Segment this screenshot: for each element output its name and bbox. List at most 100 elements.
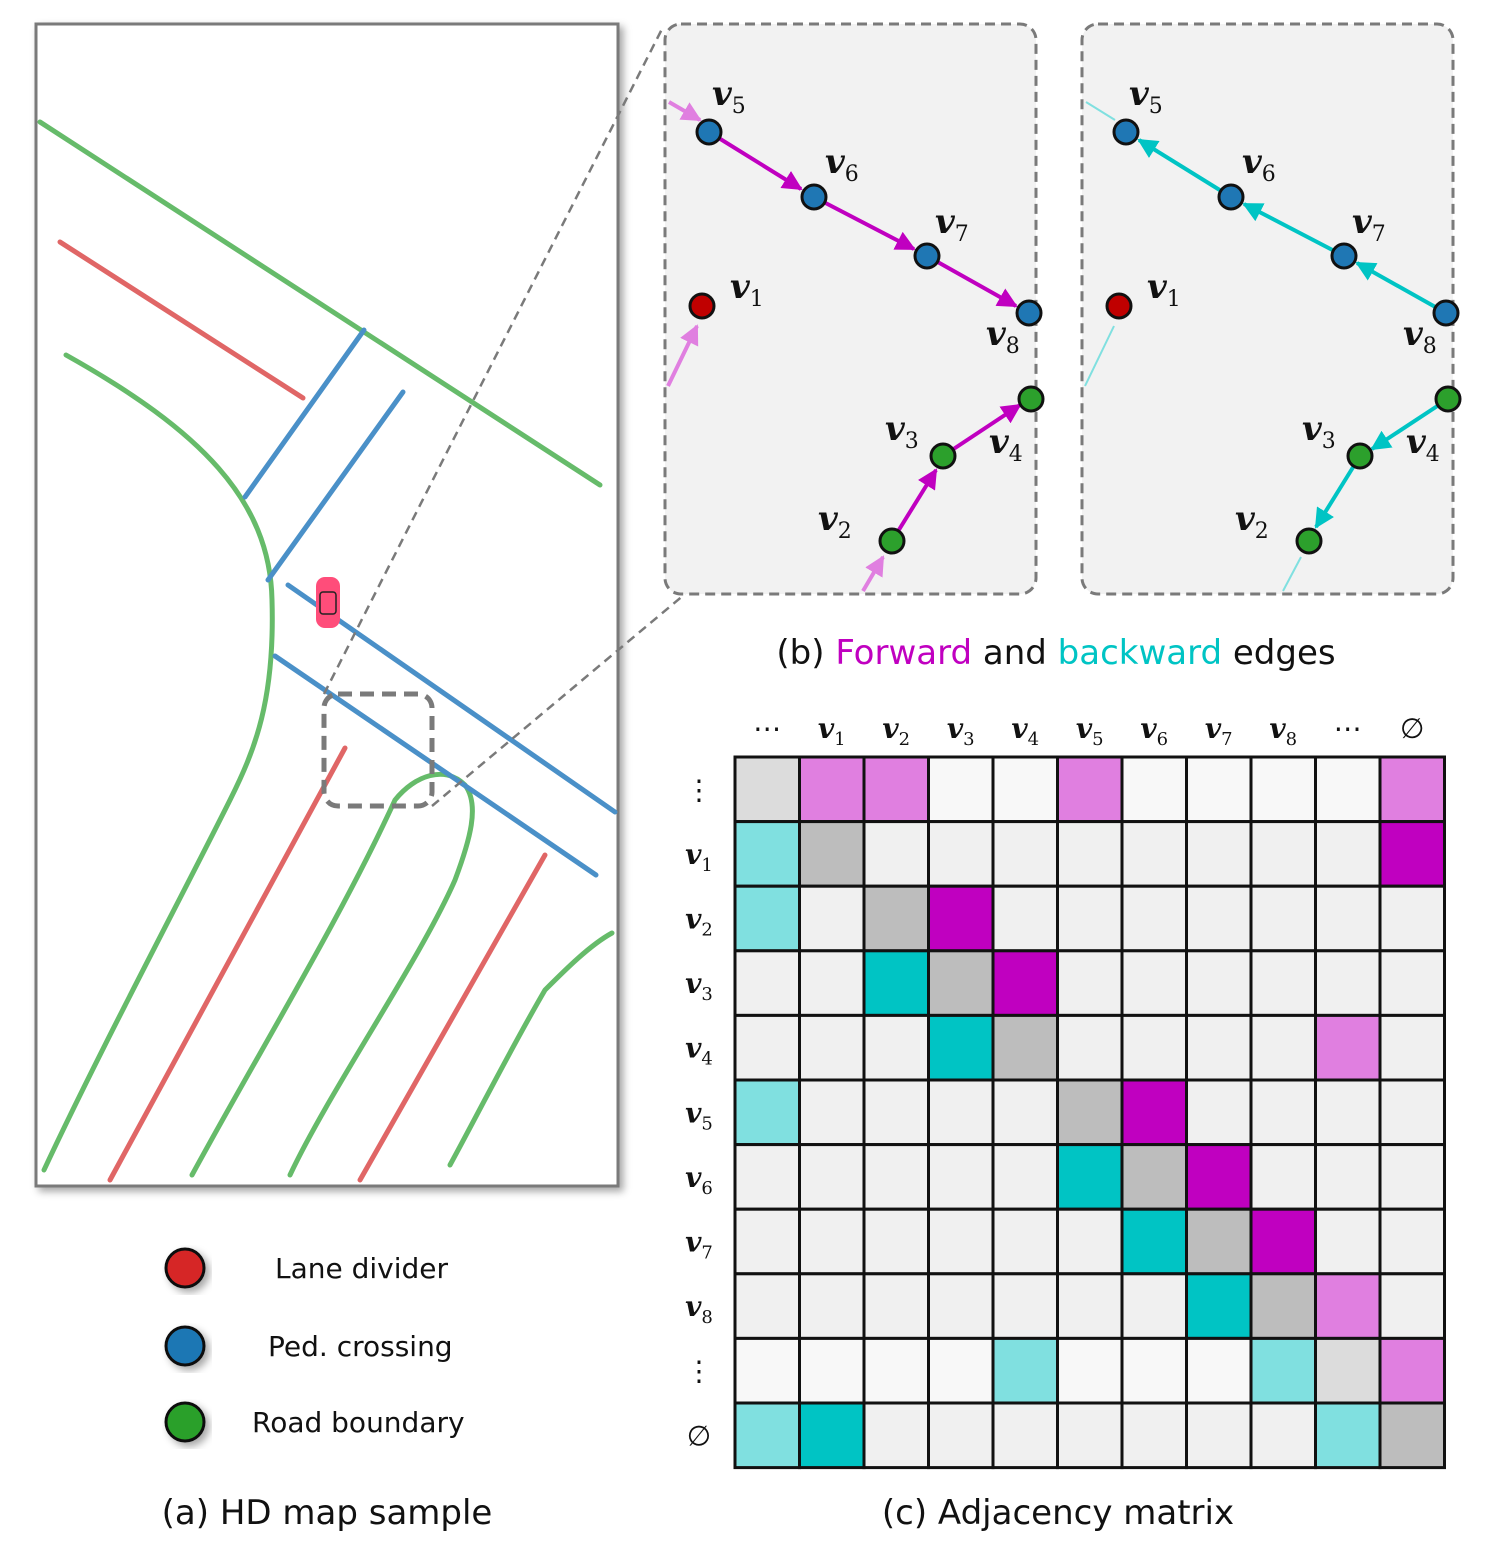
matrix-cell: [927, 820, 995, 888]
matrix-cell: [991, 884, 1059, 953]
caption-b: (b) Forward and backward edges: [776, 633, 1335, 673]
node-v2: [878, 527, 906, 555]
matrix-cell: [1185, 1207, 1253, 1276]
matrix-cell: [733, 1401, 801, 1470]
legend-label: Ped. crossing: [268, 1330, 453, 1363]
matrix-cell: [862, 1272, 930, 1340]
matrix-cell: [1056, 884, 1124, 953]
node-v3: [1346, 442, 1374, 470]
matrix-cell: [733, 1336, 801, 1405]
matrix-column-header: v1: [818, 712, 846, 750]
matrix-cell: [1056, 755, 1124, 824]
matrix-column-header: v4: [1011, 712, 1039, 750]
node-v7: [913, 242, 941, 270]
matrix-cell: [1314, 1143, 1382, 1211]
matrix-cell: [798, 949, 866, 1017]
incoming-edge: [667, 100, 702, 122]
map-legend: Lane divider Ped. crossing Road boundary: [164, 1247, 465, 1443]
matrix-cell: [1185, 1078, 1253, 1147]
matrix-cell: [927, 949, 995, 1017]
forward-edge-v5-v6: [707, 130, 803, 191]
matrix-cell: [1120, 884, 1188, 953]
matrix-cell: [1120, 949, 1188, 1017]
matrix-cell: [1249, 1143, 1317, 1211]
matrix-cell: [862, 1143, 930, 1211]
matrix-cell: [733, 820, 801, 888]
matrix-cell: [733, 755, 801, 824]
label-v3: v3: [885, 409, 919, 454]
node-v2: [1295, 527, 1323, 555]
matrix-cell: [927, 884, 995, 953]
matrix-cell: [1056, 1272, 1124, 1340]
matrix-cell: [733, 949, 801, 1017]
node-v6: [800, 183, 828, 211]
matrix-column-header: ⋯: [753, 712, 781, 745]
forward-edges: [666, 100, 1022, 593]
matrix-cell: [1185, 1143, 1253, 1211]
backward-node-labels: v5 v6 v7 v1 v8 v3 v4 v2: [1129, 74, 1440, 544]
matrix-cell: [927, 1013, 995, 1082]
forward-edge-v3-v4: [941, 403, 1022, 458]
road-boundary-line: [447, 930, 615, 1168]
matrix-cell: [798, 1013, 866, 1082]
zoom-region-box: [321, 691, 435, 809]
matrix-cell: [1314, 949, 1382, 1017]
legend-item-lane-divider: Lane divider: [164, 1247, 449, 1289]
matrix-cell: [862, 755, 930, 824]
matrix-cell: [1314, 884, 1382, 953]
label-v8: v8: [1403, 314, 1437, 359]
matrix-cell: [1378, 755, 1446, 824]
node-v5: [1112, 118, 1140, 146]
matrix-cell: [862, 949, 930, 1017]
backward-edge-v8-v7: [1355, 261, 1447, 315]
matrix-row-header: v4: [685, 1032, 713, 1070]
matrix-cell: [798, 1143, 866, 1211]
matrix-cell: [991, 1336, 1059, 1405]
matrix-cell: [733, 1078, 801, 1147]
matrix-cell: [1249, 1272, 1317, 1340]
matrix-cell: [1056, 1143, 1124, 1211]
matrix-cell: [862, 884, 930, 953]
matrix-cell: [1314, 1013, 1382, 1082]
matrix-cell: [798, 755, 866, 824]
matrix-cell: [1249, 884, 1317, 953]
matrix-cell: [1120, 1013, 1188, 1082]
forward-edge-v7-v8: [926, 254, 1018, 308]
matrix-row-header: ⋮: [685, 773, 713, 806]
label-v5: v5: [1129, 74, 1163, 119]
matrix-cell: [1185, 949, 1253, 1017]
node-v8: [1432, 299, 1460, 327]
matrix-cell: [1378, 1272, 1446, 1340]
matrix-cell: [1120, 820, 1188, 888]
matrix-cell: [1056, 1336, 1124, 1405]
hd-map-panel: [34, 22, 686, 1188]
forward-edge-v6-v7: [813, 195, 916, 251]
matrix-cell: [1314, 820, 1382, 888]
node-v1: [688, 292, 716, 320]
ped-crossings: [242, 327, 618, 878]
matrix-cell: [927, 1078, 995, 1147]
matrix-cell: [862, 1078, 930, 1147]
label-v4: v4: [1406, 422, 1440, 467]
node-v4: [1434, 385, 1462, 413]
matrix-cell: [862, 1336, 930, 1405]
matrix-cell: [1120, 1143, 1188, 1211]
matrix-cell: [1056, 1013, 1124, 1082]
matrix-cell: [862, 820, 930, 888]
matrix-column-header: v8: [1269, 712, 1297, 750]
matrix-cell: [798, 1078, 866, 1147]
outgoing-edge: [1085, 101, 1116, 121]
matrix-cell: [1249, 949, 1317, 1017]
backward-edge-v6-v5: [1137, 138, 1233, 199]
matrix-cell: [1378, 949, 1446, 1017]
ego-car-icon: [316, 577, 340, 628]
backward-edge-v4-v3: [1370, 397, 1450, 451]
matrix-cell: [1185, 1401, 1253, 1470]
matrix-cell: [1249, 1401, 1317, 1470]
matrix-cell: [1378, 1078, 1446, 1147]
label-v6: v6: [1242, 142, 1276, 187]
lane-divider-line: [107, 745, 348, 1183]
ped-crossing-line: [285, 582, 618, 815]
